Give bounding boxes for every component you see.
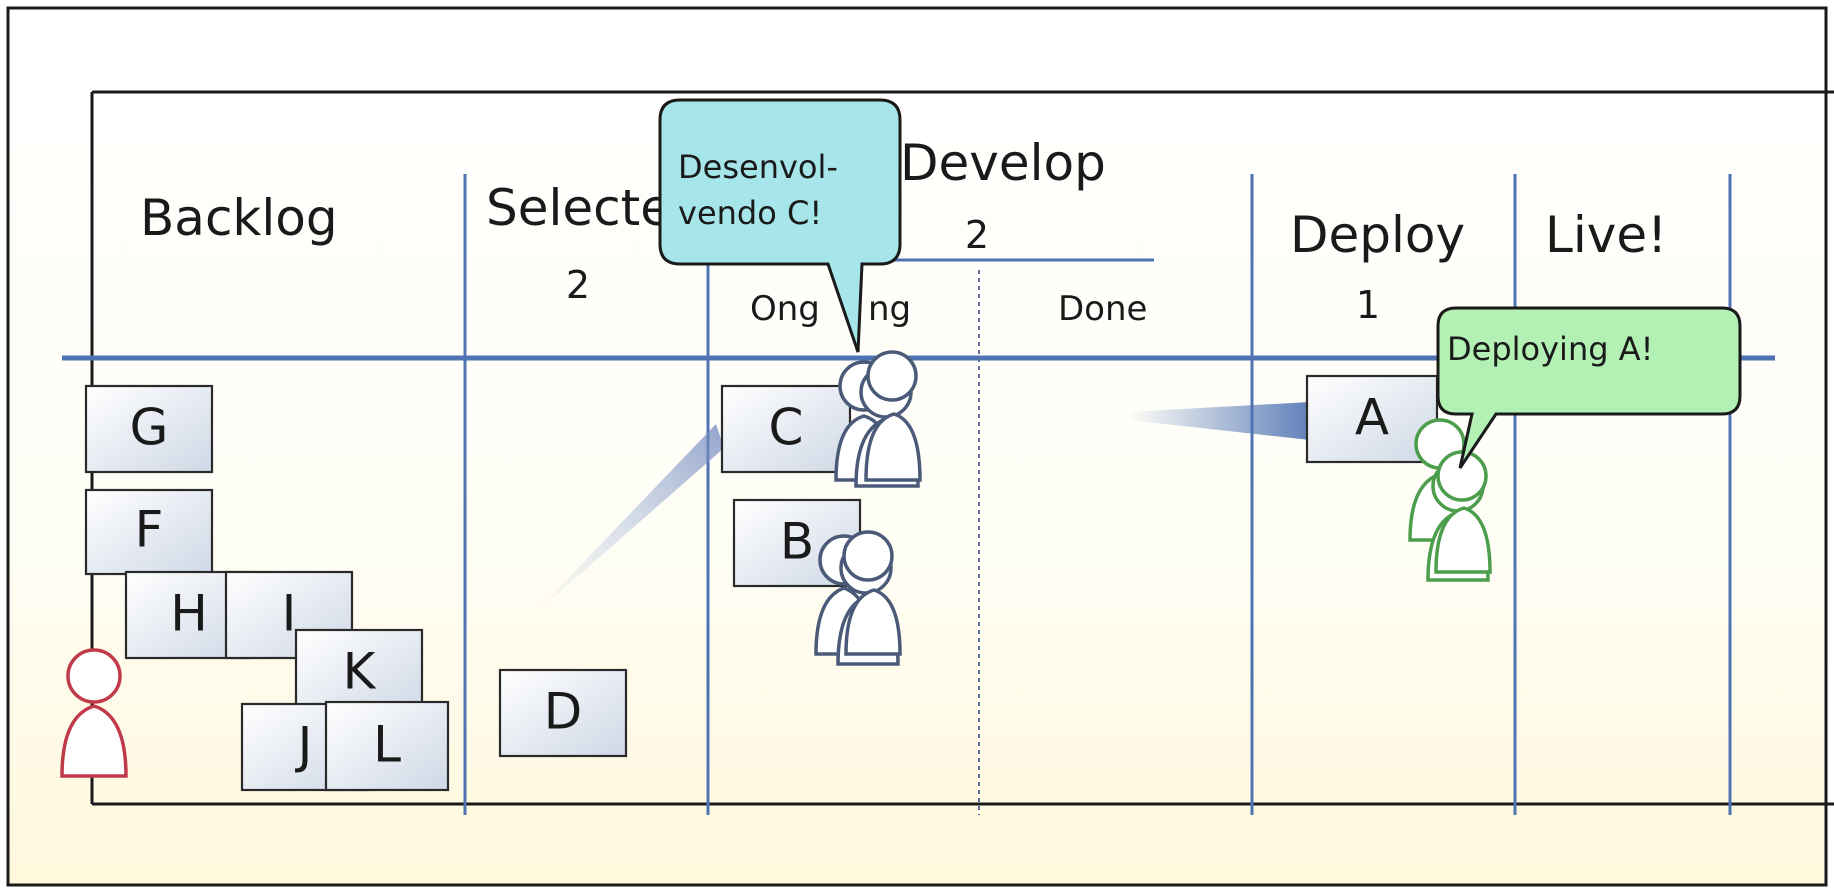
column-title-deploy: Deploy [1290, 206, 1465, 264]
svg-text:G: G [130, 399, 169, 457]
card-C: C [720, 384, 852, 474]
card-F: F [84, 488, 214, 576]
bubble-deploy-text: Deploying A! [1447, 330, 1653, 368]
svg-text:A: A [1355, 389, 1389, 447]
subcolumn-done-label: Done [1058, 289, 1147, 329]
person-icon [842, 530, 902, 656]
speech-bubble-deploy: Deploying A! [1436, 306, 1742, 469]
svg-text:F: F [135, 501, 164, 559]
card-L: L [324, 700, 450, 792]
svg-text:L: L [373, 716, 401, 774]
column-dividers [463, 174, 1732, 815]
wip-limit-deploy: 1 [1356, 283, 1380, 327]
subcolumn-ongoing-label-tail: ng [868, 289, 911, 329]
svg-text:B: B [780, 513, 814, 571]
person-icon [1434, 450, 1492, 574]
card-A: A [1305, 374, 1439, 464]
person-icon [60, 648, 128, 778]
subcolumn-ongoing-label: Ong [750, 289, 820, 329]
bubble-develop-line2: vendo C! [678, 194, 822, 232]
bubble-develop-line1: Desenvol- [678, 148, 838, 186]
column-title-backlog: Backlog [140, 189, 338, 247]
card-D: D [498, 668, 628, 758]
person-icon [864, 350, 922, 482]
svg-text:K: K [343, 643, 377, 701]
wip-limit-selected: 2 [566, 263, 590, 307]
svg-text:D: D [544, 683, 583, 741]
svg-text:H: H [170, 585, 208, 643]
card-G: G [84, 384, 214, 474]
column-title-develop: Develop [900, 134, 1106, 192]
svg-text:I: I [282, 585, 297, 643]
card-movement-trail [530, 424, 724, 618]
wip-limit-develop: 2 [965, 213, 989, 257]
column-title-live: Live! [1545, 206, 1667, 264]
svg-text:C: C [769, 399, 804, 457]
svg-text:J: J [295, 717, 313, 775]
column-title-selected: Selecte [486, 179, 671, 237]
speech-bubble-develop: Desenvol- vendo C! [658, 98, 902, 353]
deploy-arrow [1128, 402, 1310, 440]
